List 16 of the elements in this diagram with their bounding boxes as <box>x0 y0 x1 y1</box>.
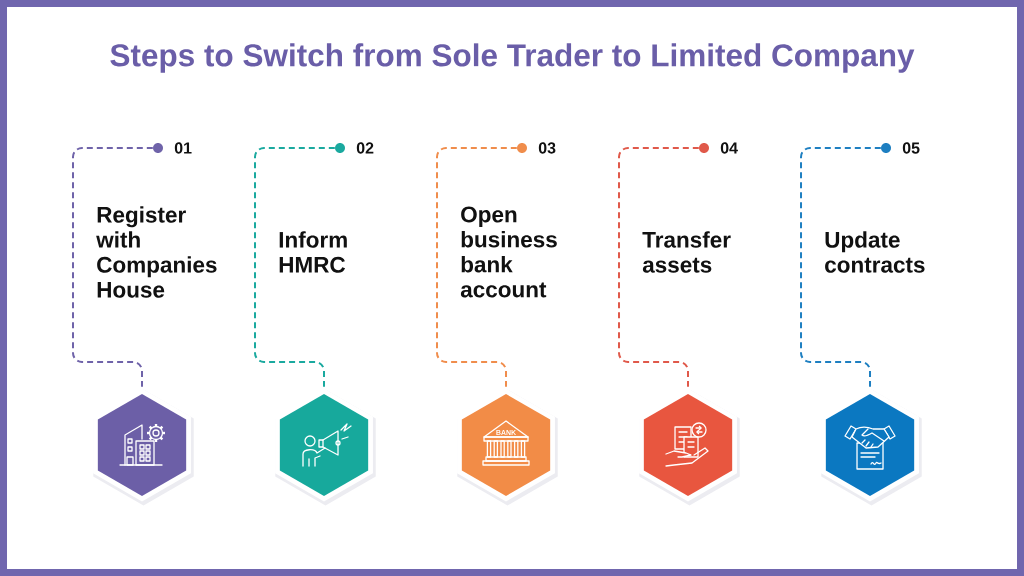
step-text: Inform HMRC <box>279 231 347 273</box>
step-number: 02 <box>356 142 374 154</box>
step-number: 05 <box>902 142 920 154</box>
step-number: 01 <box>174 142 192 154</box>
dashed-connector <box>72 147 154 388</box>
dashed-connector <box>436 147 518 388</box>
dashed-connector <box>800 147 882 388</box>
step-text: Update contracts <box>825 231 925 273</box>
step-text: Transfer assets <box>642 231 731 273</box>
step-text: Open business bank account <box>460 206 557 298</box>
step-number: 03 <box>538 142 556 154</box>
title: Steps to Switch from Sole Trader to Limited Company <box>110 43 915 73</box>
step-number: 04 <box>720 142 738 154</box>
step-text: Register with Companies House <box>96 206 217 298</box>
dashed-connector <box>254 147 336 388</box>
dashed-connector <box>618 147 700 388</box>
